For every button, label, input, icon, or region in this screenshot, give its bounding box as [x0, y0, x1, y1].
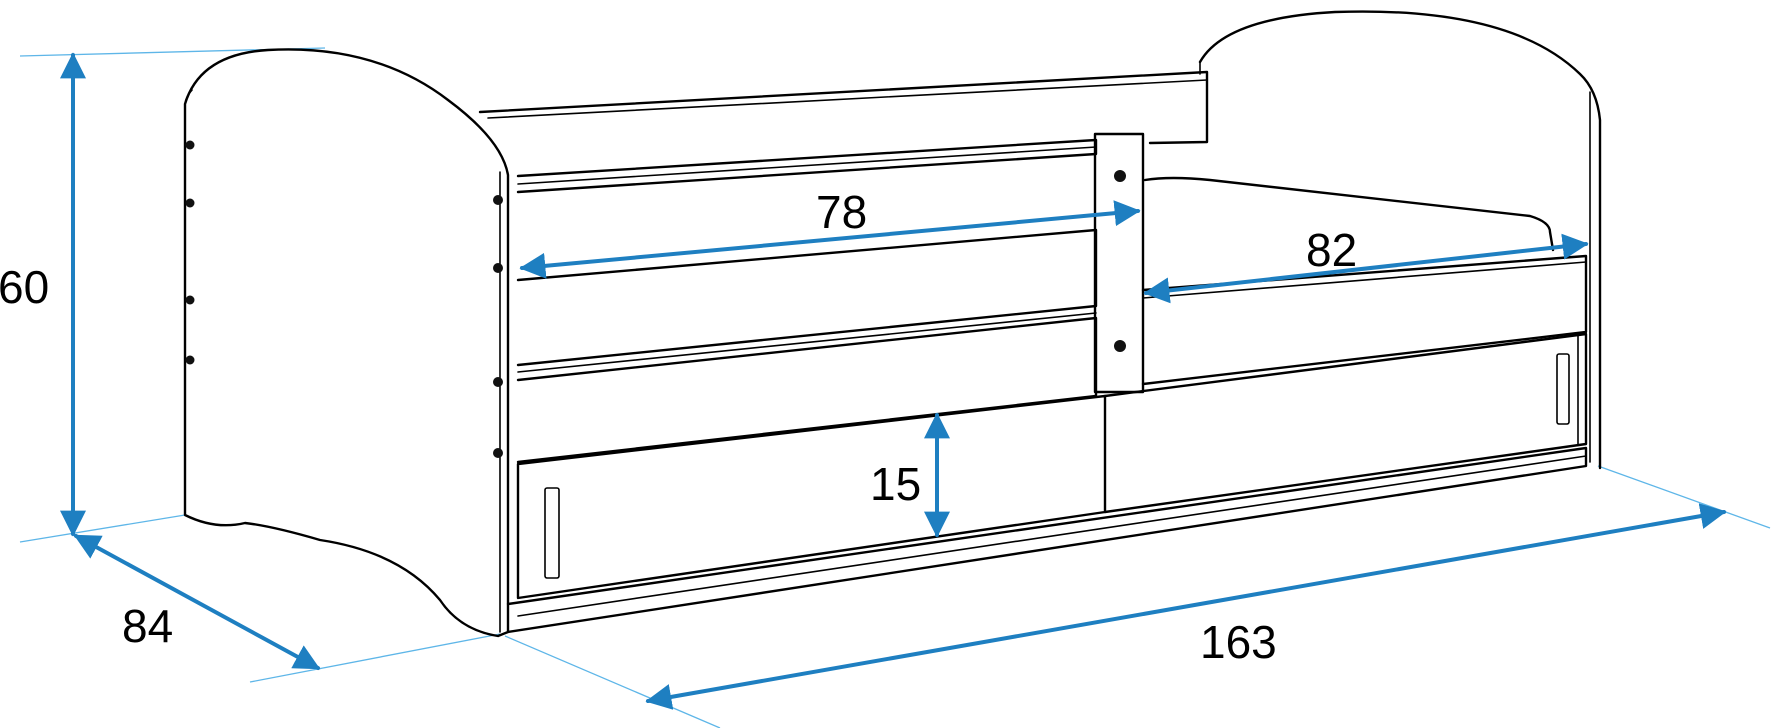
barrier-top-rail-line: [517, 146, 1097, 185]
bolt-icon: [493, 377, 503, 387]
back-rail-lower-edge: [487, 79, 1208, 119]
label-length: 163: [1200, 616, 1277, 668]
drawer-right-handle: [1556, 353, 1570, 425]
base-plinth: [506, 446, 1588, 634]
bolt-icon: [185, 355, 195, 365]
dim-depth-line: [73, 534, 321, 670]
drawer-left-handle: [544, 487, 560, 579]
dim-barrier-line: [519, 200, 1141, 279]
drawer-left-outline: [516, 394, 1107, 600]
guide-right-base: [1597, 465, 1771, 529]
post-bolt-icon: [1114, 170, 1126, 182]
bolt-icon: [493, 448, 503, 458]
back-rail: [478, 70, 1209, 145]
dimension-lines: [60, 52, 1727, 710]
label-drawer-height: 15: [870, 458, 921, 510]
label-depth: 84: [122, 600, 173, 652]
barrier-middle-line: [517, 312, 1097, 373]
left-headboard: [183, 48, 510, 638]
guide-front-base: [504, 635, 721, 728]
safety-barrier: [516, 132, 1145, 464]
drawers: [506, 332, 1588, 634]
label-barrier-length: 78: [816, 186, 867, 238]
drawer-right-outline: [1103, 332, 1588, 514]
base-plinth-line: [517, 455, 1587, 617]
bolt-icon: [185, 198, 195, 208]
dimension-labels: 60 84 163 78 82 15: [0, 186, 1357, 668]
bolt-icon: [185, 295, 195, 305]
mattress: [1143, 176, 1555, 252]
back-rail-outline: [478, 70, 1209, 145]
barrier-middle-board: [516, 228, 1098, 367]
dim-length-line: [645, 503, 1727, 710]
bolt-icon: [493, 195, 503, 205]
right-headboard-outline: [1198, 10, 1602, 470]
post-bolt-icon: [1114, 340, 1126, 352]
label-opening-length: 82: [1306, 224, 1357, 276]
left-headboard-outline: [183, 48, 510, 638]
mattress-outline: [1143, 176, 1555, 252]
bolt-icon: [493, 263, 503, 273]
left-headboard-bolts: [185, 140, 503, 458]
extension-lines: [19, 47, 1771, 728]
left-headboard-side-edge: [184, 89, 193, 105]
right-rail-board: [1141, 254, 1588, 386]
bolt-icon: [185, 140, 195, 150]
guide-bottom-left: [19, 514, 186, 543]
barrier-lower-board: [516, 316, 1098, 464]
right-headboard: [1198, 10, 1602, 470]
dim-opening-line: [1143, 233, 1589, 304]
guide-front-corner: [249, 633, 501, 683]
label-height: 60: [0, 261, 49, 313]
right-side-rail: [1141, 254, 1588, 386]
